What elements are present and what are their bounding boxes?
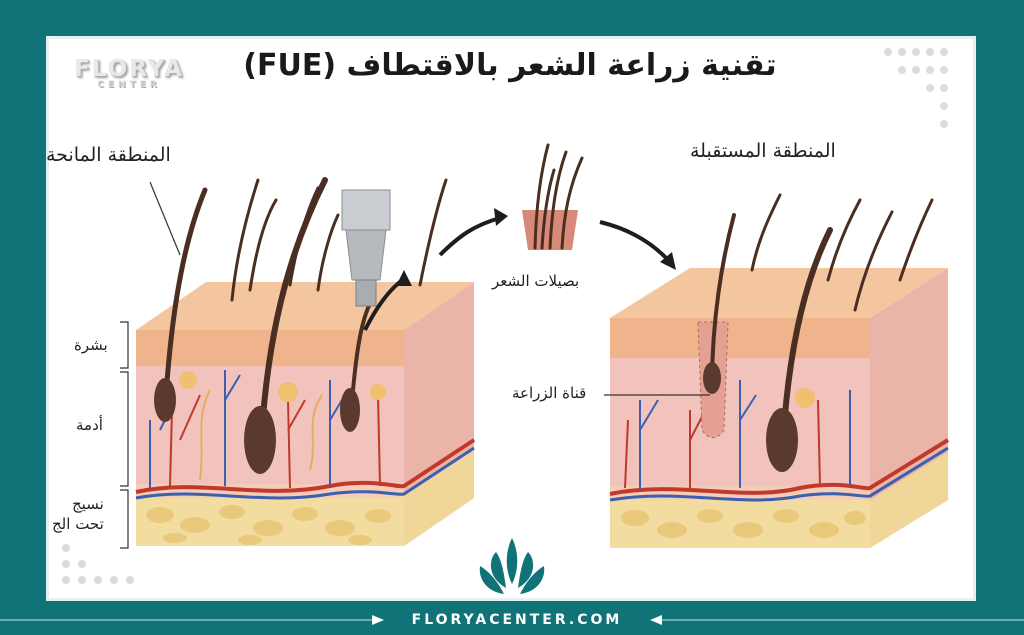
epidermis-label: بشرة (74, 336, 108, 354)
donor-zone-label: المنطقة المانحة (46, 144, 171, 166)
extracted-follicles (522, 143, 584, 250)
subcutaneous-label-line1: نسيج (72, 495, 104, 513)
logo-subtitle: CENTER (97, 80, 161, 90)
follicles-label: بصيلات الشعر (492, 272, 580, 290)
website-link[interactable]: FLORYACENTER.COM (411, 612, 623, 628)
dermis-label: أدمة (76, 416, 103, 434)
leader-lines (120, 181, 710, 549)
channel-label: قناة الزراعة (512, 384, 587, 402)
logo-wordmark: FLORYA (74, 56, 184, 82)
recipient-skin-block (609, 193, 950, 548)
dots-top-right (884, 48, 948, 128)
recipient-zone-label: المنطقة المستقبلة (690, 140, 836, 162)
footer-decoration (0, 615, 1024, 625)
page-title: تقنية زراعة الشعر بالاقتطاف (FUE) (243, 48, 777, 83)
extraction-punch-tool (341, 189, 391, 307)
donor-skin-block (135, 177, 476, 546)
dots-bottom-left (62, 544, 134, 584)
subcutaneous-label-line2: تحت الج (52, 515, 104, 533)
lotus-logo-icon (479, 538, 545, 594)
brand-logo: FLORYA CENTER (64, 56, 194, 90)
